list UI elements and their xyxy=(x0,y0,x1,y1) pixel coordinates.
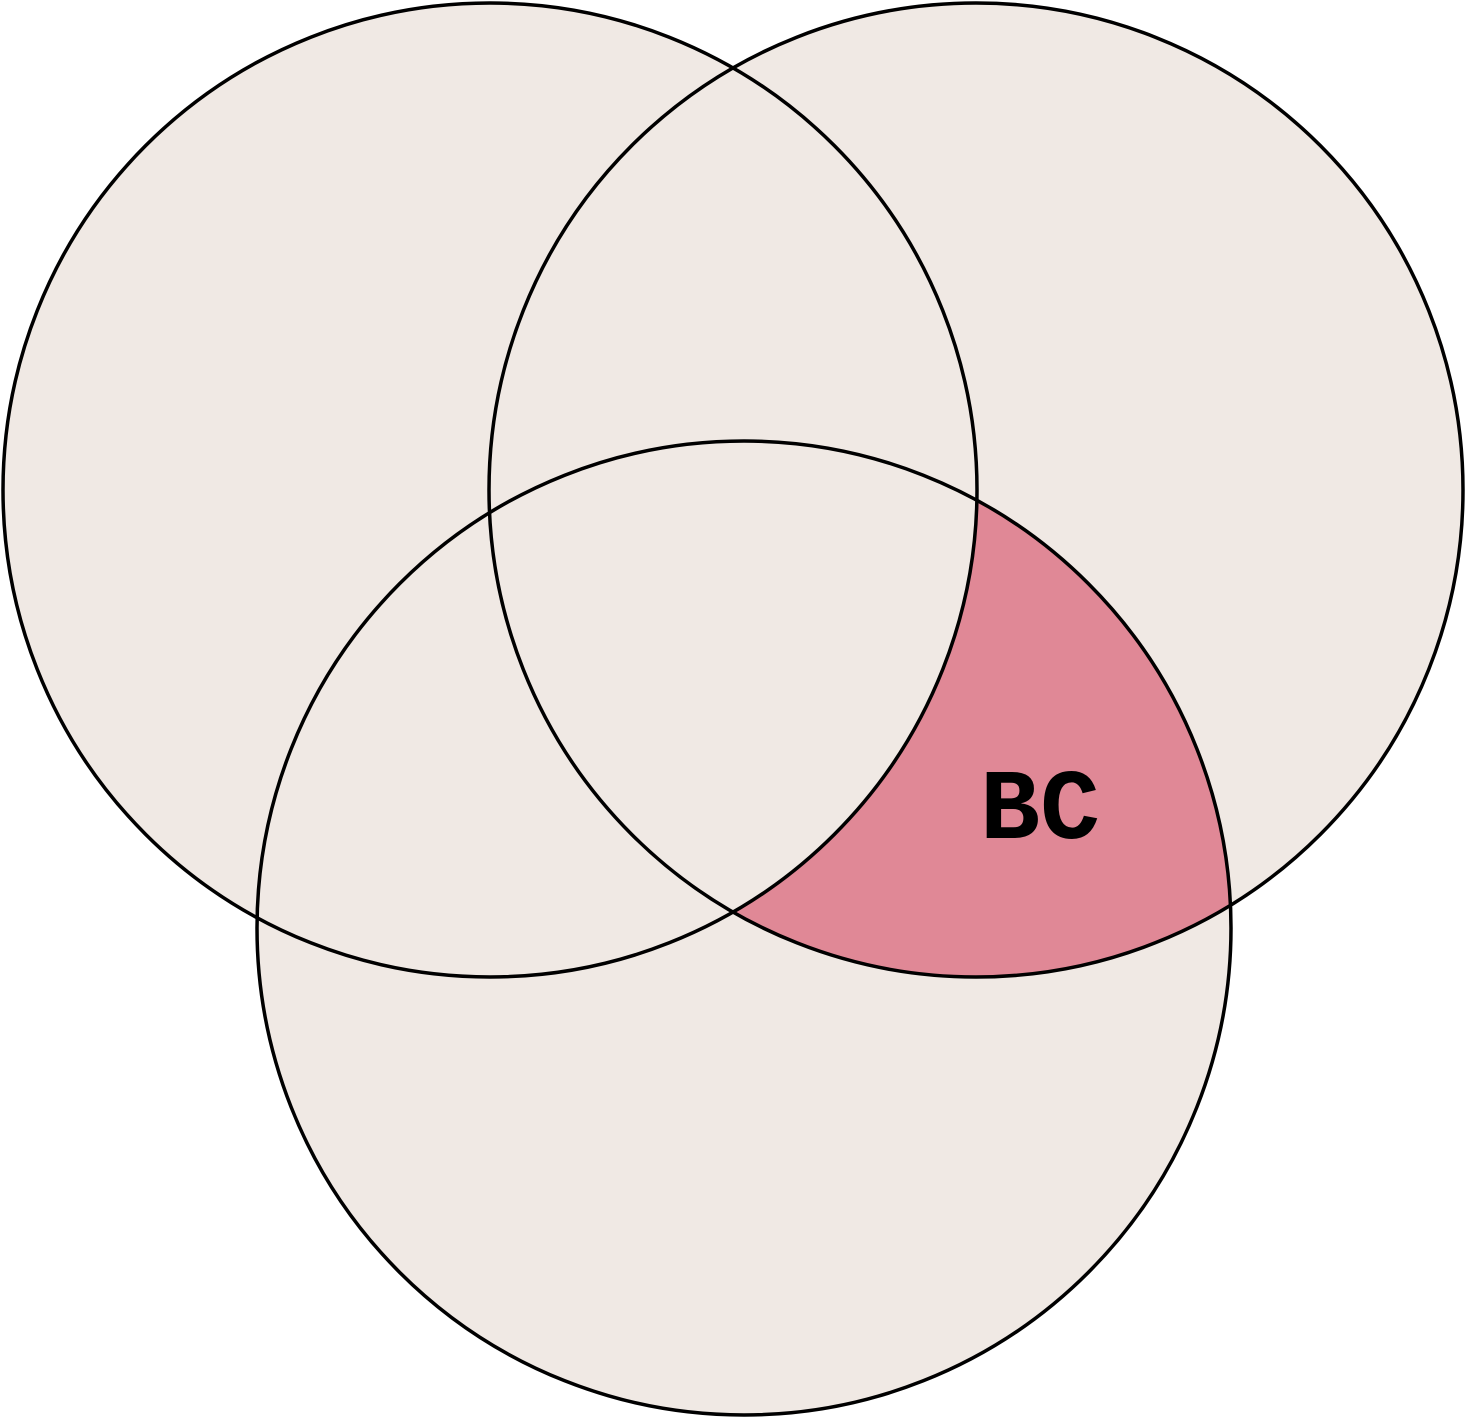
set-c-outline xyxy=(255,439,1233,1417)
region-label-bc: BC xyxy=(980,756,1100,869)
set-b-outline xyxy=(487,1,1465,979)
set-a-outline xyxy=(1,1,979,979)
